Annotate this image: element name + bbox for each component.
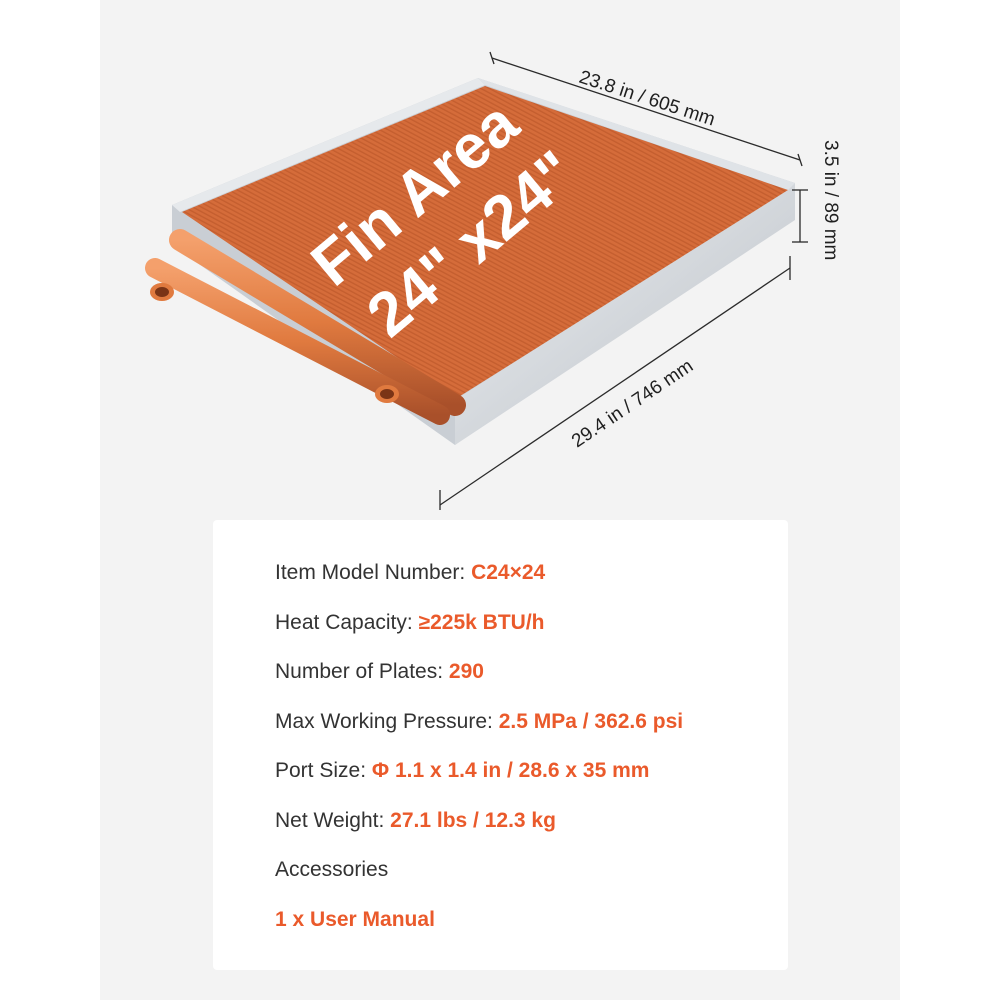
spec-label: Accessories xyxy=(275,858,389,881)
spec-net-weight: Net Weight: 27.1 lbs / 12.3 kg xyxy=(275,806,683,856)
spec-label: Port Size: xyxy=(275,759,372,782)
spec-label: Item Model Number: xyxy=(275,561,472,584)
spec-plates: Number of Plates: 290 xyxy=(275,657,683,707)
spec-label: Number of Plates: xyxy=(275,660,449,683)
spec-value: 290 xyxy=(448,660,484,683)
copper-tubes xyxy=(145,229,466,425)
spec-value: 27.1 lbs / 12.3 kg xyxy=(390,808,556,832)
spec-accessory-item: 1 x User Manual xyxy=(275,905,683,955)
spec-value: ≥225k BTU/h xyxy=(418,610,545,634)
spec-heat-capacity: Heat Capacity: ≥225k BTU/h xyxy=(275,608,683,658)
spec-model: Item Model Number: C24×24 xyxy=(275,558,683,608)
spec-value: 1 x User Manual xyxy=(275,907,435,931)
spec-label: Net Weight: xyxy=(275,808,391,832)
dimension-height: 3.5 in / 89 mm xyxy=(820,140,841,260)
dimension-depth: 29.4 in / 746 mm xyxy=(568,356,697,453)
spec-value: 2.5 MPa / 362.6 psi xyxy=(498,709,684,733)
spec-value: C24×24 xyxy=(471,561,546,584)
spec-list: Item Model Number: C24×24 Heat Capacity:… xyxy=(275,558,683,954)
heat-exchanger-illustration: Fin Area 24" x24" 23.8 in / 605 mm 3.5 i… xyxy=(145,51,841,510)
spec-label: Heat Capacity: xyxy=(275,610,419,634)
spec-pressure: Max Working Pressure: 2.5 MPa / 362.6 ps… xyxy=(275,707,683,757)
spec-accessories-heading: Accessories xyxy=(275,855,683,905)
fin-area xyxy=(182,86,788,398)
dimension-lines xyxy=(439,51,808,510)
spec-card: Item Model Number: C24×24 Heat Capacity:… xyxy=(213,520,788,970)
spec-value: Φ 1.1 x 1.4 in / 28.6 x 35 mm xyxy=(371,759,650,782)
spec-label: Max Working Pressure: xyxy=(275,709,499,733)
spec-port-size: Port Size: Φ 1.1 x 1.4 in / 28.6 x 35 mm xyxy=(275,756,683,806)
